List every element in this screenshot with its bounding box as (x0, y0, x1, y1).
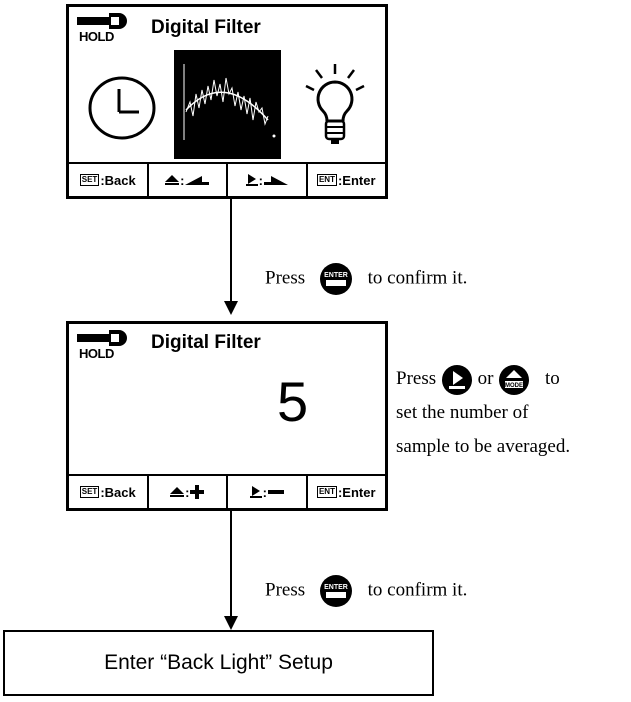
softkey-right-label: : (258, 172, 263, 188)
set-key-icon-2: SET (79, 486, 100, 498)
noise-chart-icon (174, 50, 281, 159)
svg-text:ENTER: ENTER (325, 272, 349, 279)
press-text-2: Press (396, 368, 437, 389)
adjust-note-line2: set the number of (396, 402, 529, 423)
right-button-icon (441, 364, 472, 395)
screen-title: Digital Filter (151, 17, 261, 38)
softkey-decrease-label: : (262, 484, 267, 500)
flow-arrow-2 (230, 511, 232, 617)
confirm-note-2: Press ENTER to confirm it. (265, 574, 467, 608)
screen-title-2: Digital Filter (151, 332, 261, 353)
filter-value: 5 (277, 370, 309, 433)
softkey-up-label: : (180, 172, 185, 188)
softkey-back-2[interactable]: SET :Back (69, 476, 149, 508)
softkey-bar: SET :Back : : ENT :Enter (69, 162, 385, 196)
hold-indicator: HOLD (79, 29, 114, 44)
softkey-increase[interactable]: : (149, 476, 228, 508)
lightbulb-icon (305, 64, 365, 144)
plus-icon (190, 485, 205, 499)
adjust-note-line1: Press or MODE to (396, 362, 570, 396)
softkey-right[interactable]: : (228, 164, 308, 196)
flow-arrow-1 (230, 199, 232, 303)
right-key-icon (245, 174, 258, 186)
softkey-bar-2: SET :Back : : ENT :Enter (69, 474, 385, 508)
clock-icon (88, 76, 156, 140)
back-light-setup-label: Enter “Back Light” Setup (104, 651, 333, 674)
press-text: Press (265, 267, 306, 289)
adjust-note: Press or MODE to set the number of sampl… (396, 362, 570, 464)
ent-key-icon: ENT (316, 174, 337, 186)
softkey-enter-2[interactable]: ENT :Enter (308, 476, 386, 508)
softkey-back-label-2: :Back (100, 484, 136, 500)
or-text: or (477, 368, 494, 389)
softkey-up[interactable]: : (149, 164, 228, 196)
adjust-note-line3: sample to be averaged. (396, 436, 571, 457)
svg-text:MODE: MODE (505, 383, 523, 389)
confirm-text-2: to confirm it. (367, 579, 468, 601)
softkey-enter-label: :Enter (337, 172, 376, 188)
svg-text:ENTER: ENTER (325, 584, 349, 591)
flow-arrow-1-head (224, 301, 238, 315)
hold-indicator-2: HOLD (79, 346, 114, 361)
enter-button-icon: ENTER (320, 263, 353, 295)
minus-icon (267, 490, 284, 494)
softkey-enter[interactable]: ENT :Enter (308, 164, 386, 196)
back-light-setup-box: Enter “Back Light” Setup (3, 630, 434, 696)
wrench-icon (77, 13, 127, 29)
confirm-text: to confirm it. (367, 267, 468, 289)
press-text-3: Press (265, 579, 306, 601)
softkey-enter-label-2: :Enter (337, 484, 376, 500)
lcd-screen-2: HOLD Digital Filter 5 SET :Back : : ENT … (66, 321, 388, 511)
softkey-back-label: :Back (100, 172, 136, 188)
softkey-decrease[interactable]: : (228, 476, 308, 508)
confirm-note-1: Press ENTER to confirm it. (265, 262, 467, 296)
up-key-icon (165, 175, 180, 185)
enter-button-icon-2: ENTER (320, 575, 353, 607)
right-key-icon-2 (249, 486, 262, 498)
ramp-up-icon (185, 176, 210, 185)
to-text: to (544, 368, 560, 389)
ramp-down-icon (263, 176, 288, 185)
mode-button-icon: MODE (499, 364, 530, 395)
wrench-icon-2 (77, 330, 127, 346)
softkey-back[interactable]: SET :Back (69, 164, 149, 196)
up-key-icon-2 (170, 487, 185, 497)
ent-key-icon-2: ENT (316, 486, 337, 498)
flow-arrow-2-head (224, 616, 238, 630)
lcd-screen-1: HOLD Digital Filter SET :Back : (66, 4, 388, 199)
set-key-icon: SET (79, 174, 100, 186)
softkey-increase-label: : (185, 484, 190, 500)
